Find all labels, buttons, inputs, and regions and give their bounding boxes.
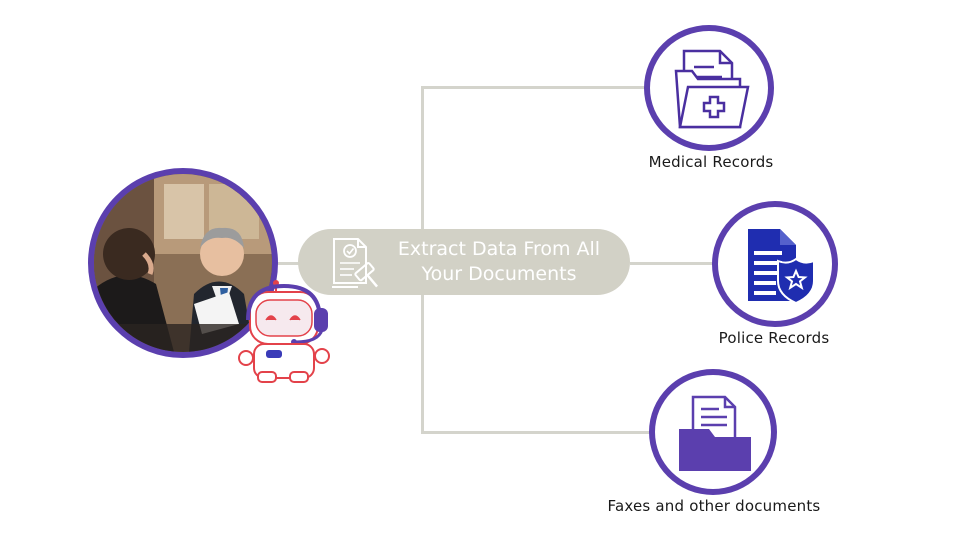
police-records-node: [712, 201, 838, 327]
business-meeting-photo: [88, 168, 278, 358]
document-folder-icon: [675, 393, 755, 477]
connector-police: [630, 262, 714, 265]
robot-headset-mascot: [232, 278, 336, 384]
center-title-line1: Extract Data From All: [397, 238, 601, 260]
medical-folder-icon: [670, 45, 754, 135]
faxes-node: [649, 369, 777, 495]
center-title: Extract Data From All Your Documents: [388, 237, 610, 287]
connector-medical: [421, 86, 646, 89]
connector-left: [270, 262, 300, 265]
center-pill: Extract Data From All Your Documents: [298, 229, 630, 295]
medical-records-label: Medical Records: [648, 153, 774, 171]
police-records-label: Police Records: [718, 329, 830, 347]
center-title-line2: Your Documents: [421, 263, 577, 285]
police-badge-document-icon: [744, 225, 816, 309]
medical-records-node: [644, 25, 774, 151]
faxes-label: Faxes and other documents: [607, 497, 821, 515]
connector-faxes: [421, 431, 651, 434]
legal-document-gavel-icon: [328, 235, 386, 291]
meeting-illustration: [94, 174, 272, 352]
